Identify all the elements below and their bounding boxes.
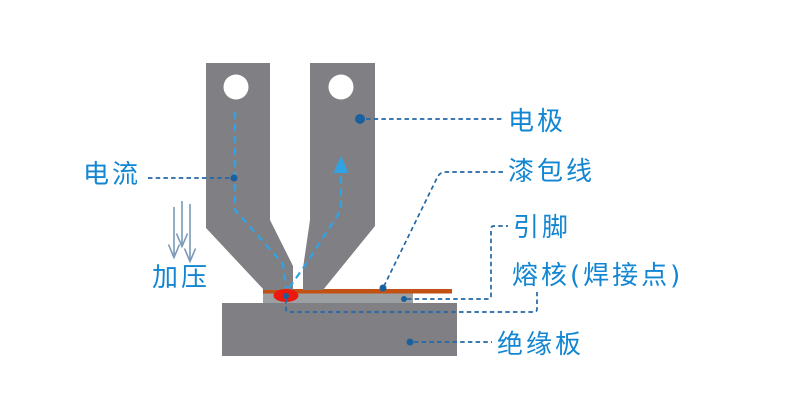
connector-current-dot [230, 174, 238, 182]
connector-board-dot [406, 338, 414, 346]
lead-pin-strip [263, 293, 413, 303]
left-electrode-hole [223, 74, 249, 100]
label-lead-pin: 引脚 [513, 213, 571, 243]
connector-wire-dot [379, 284, 387, 292]
connector-lead [407, 225, 508, 300]
insulation-board [222, 303, 457, 356]
enameled-wire [263, 289, 452, 294]
connector-nugget [285, 292, 538, 313]
connector-wire [383, 171, 503, 286]
label-enameled-wire: 漆包线 [508, 157, 595, 187]
left-electrode [206, 63, 293, 290]
label-current: 电流 [83, 160, 141, 190]
label-pressure: 加压 [152, 263, 210, 293]
connector-electrode-dot [355, 114, 365, 124]
connector-lead-dot [401, 296, 407, 302]
connector-nugget-dot [283, 293, 289, 299]
label-weld-nugget: 熔核(焊接点) [512, 261, 683, 291]
right-electrode-hole [328, 74, 354, 100]
current-path-up [288, 174, 343, 289]
pressure-arrows [167, 201, 197, 264]
current-up-arrowhead [333, 156, 349, 173]
label-electrode: 电极 [508, 107, 566, 137]
current-path-down [233, 112, 288, 289]
label-insulation-board: 绝缘板 [497, 330, 584, 360]
